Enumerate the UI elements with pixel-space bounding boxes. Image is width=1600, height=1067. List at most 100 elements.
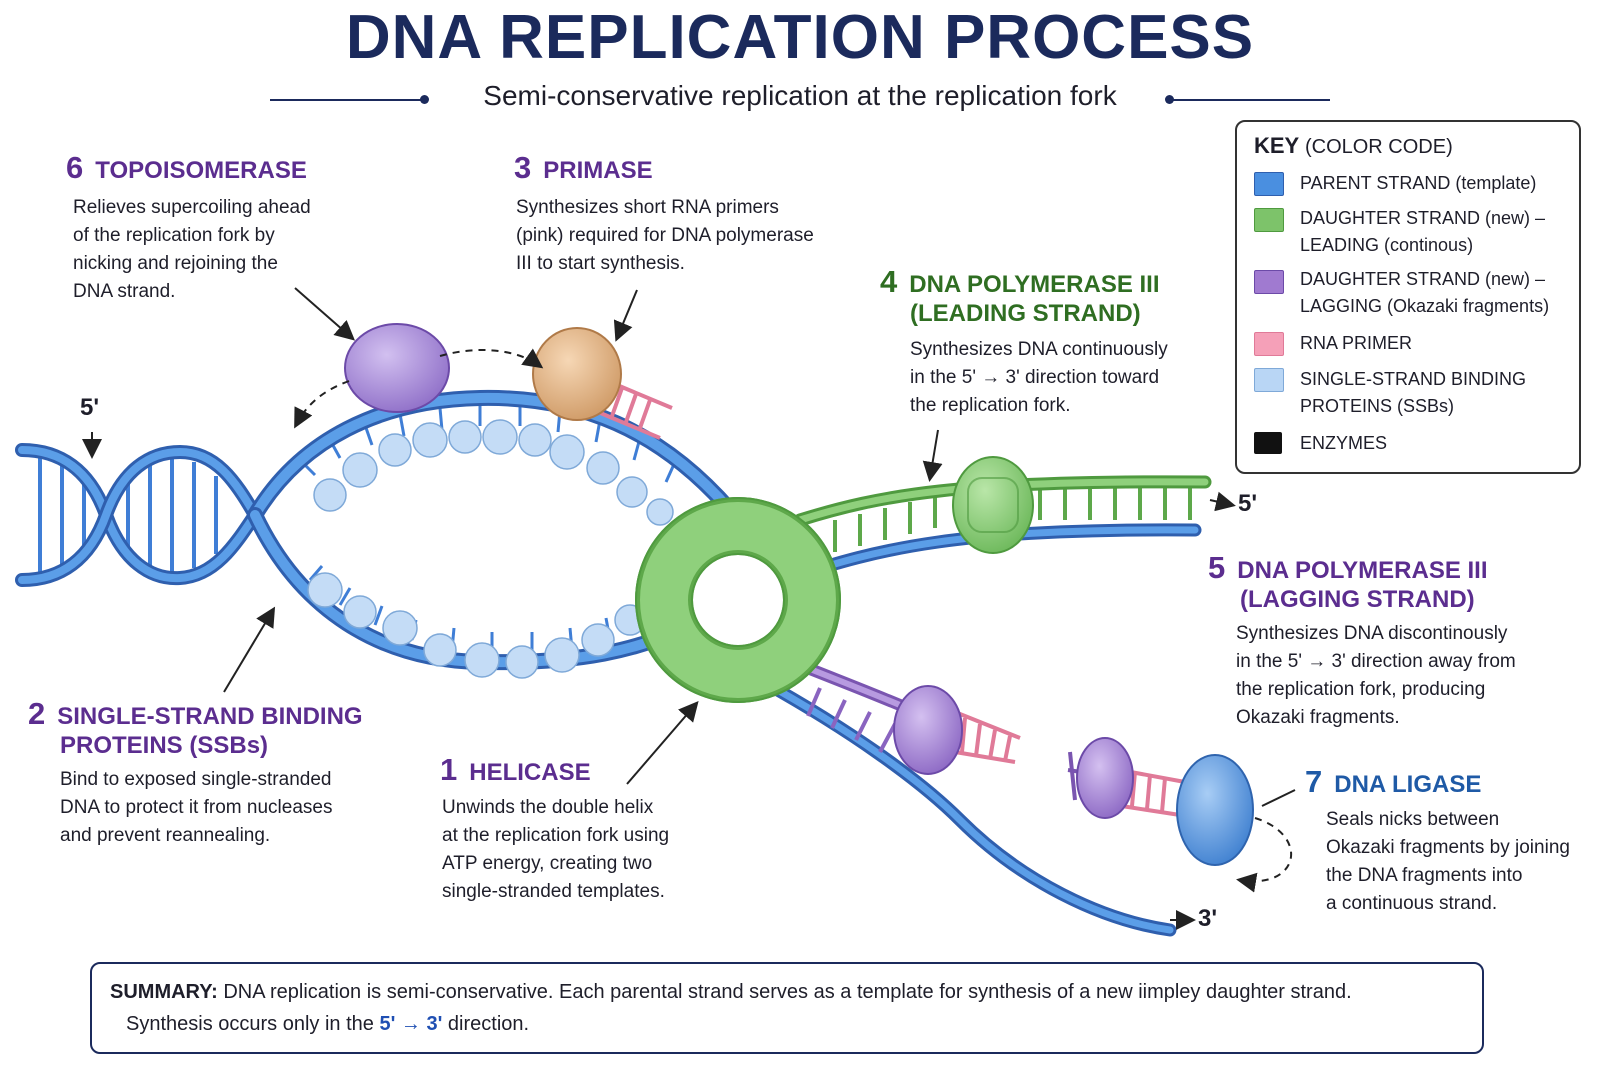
desc-line: (pink) required for DNA polymerase: [516, 225, 814, 246]
label-number: 1: [440, 752, 458, 787]
label-number: 2: [28, 696, 46, 731]
label-helicase: 1 HELICASE: [440, 752, 591, 789]
subtitle-dot-right: [1165, 95, 1174, 104]
summary-direction: 5' → 3': [379, 1013, 443, 1035]
summary-label: SUMMARY:: [110, 981, 218, 1003]
label-ligase: 7 DNA LIGASE: [1305, 764, 1481, 801]
key-title: KEY (COLOR CODE): [1254, 133, 1453, 159]
desc-line: Synthesizes DNA continuously: [910, 339, 1168, 360]
label-title-2: (LAGGING STRAND): [1240, 586, 1475, 613]
desc-line: the replication fork.: [910, 395, 1071, 416]
label-topoisomerase: 6 TOPOISOMERASE: [66, 150, 307, 187]
desc-line: Synthesizes short RNA primers: [516, 197, 779, 218]
label-number: 6: [66, 150, 84, 185]
desc-ssb: Bind to exposed single-stranded DNA to p…: [60, 766, 332, 850]
key-swatch-primer: [1254, 332, 1284, 356]
desc-line: nicking and rejoining the: [73, 253, 278, 274]
desc-ligase: Seals nicks between Okazaki fragments by…: [1326, 806, 1570, 918]
desc-line: of the replication fork by: [73, 225, 275, 246]
desc-line: single-stranded templates.: [442, 881, 665, 902]
desc-line: the replication fork, producing: [1236, 679, 1486, 700]
key-item-lagging: DAUGHTER STRAND (new) – LAGGING (Okazaki…: [1300, 266, 1549, 320]
pointer-arrows: [82, 287, 1296, 930]
desc-line: Okazaki fragments.: [1236, 707, 1400, 728]
label-title: HELICASE: [469, 759, 591, 786]
key-swatch-lagging: [1254, 270, 1284, 294]
helicase: [635, 497, 841, 703]
desc-line: Bind to exposed single-stranded: [60, 769, 332, 790]
desc-line: and prevent reannealing.: [60, 825, 271, 846]
label-title: DNA POLYMERASE III: [909, 271, 1160, 298]
dna-ligase: [1176, 754, 1254, 866]
label-primase: 3 PRIMASE: [514, 150, 653, 187]
desc-line: Relieves supercoiling ahead: [73, 197, 311, 218]
key-title-text: KEY: [1254, 133, 1299, 158]
label-title: DNA POLYMERASE III: [1237, 557, 1488, 584]
page-title: DNA REPLICATION PROCESS: [345, 3, 1255, 72]
desc-helicase: Unwinds the double helix at the replicat…: [442, 794, 669, 906]
desc-line: Synthesizes DNA discontinously: [1236, 623, 1508, 644]
key-line: LAGGING (Okazaki fragments): [1300, 296, 1550, 316]
summary-box: [90, 962, 1484, 1054]
color-key: [1235, 120, 1581, 474]
summary-text-1: DNA replication is semi-conservative. Ea…: [223, 981, 1352, 1003]
label-ssb: 2 SINGLE-STRAND BINDING: [28, 696, 363, 733]
label-number: 7: [1305, 764, 1323, 799]
end-label-right-5prime: 5': [1238, 490, 1258, 517]
key-line: DAUGHTER STRAND (new) –: [1300, 208, 1546, 228]
label-title: DNA LIGASE: [1334, 771, 1482, 798]
subtitle-rule-right: [1170, 99, 1330, 101]
leading-strand: [783, 456, 1212, 585]
label-title: PRIMASE: [543, 157, 653, 184]
key-line: SINGLE-STRAND BINDING: [1300, 369, 1527, 389]
dna-polymerase-leading: [952, 456, 1034, 554]
lagging-strand: [753, 659, 1254, 937]
key-item-enzymes: ENZYMES: [1300, 433, 1388, 453]
rna-primer-lagging: [954, 710, 1021, 764]
summary-line-1: SUMMARY: DNA replication is semi-conserv…: [110, 976, 1470, 1008]
desc-line: DNA to protect it from nucleases: [60, 797, 333, 818]
dna-polymerase-lagging: [893, 685, 963, 775]
key-swatch-leading: [1254, 208, 1284, 232]
key-swatch-ssb: [1254, 368, 1284, 392]
okazaki-fragment: [1067, 737, 1186, 819]
label-pol-lagging: 5 DNA POLYMERASE III: [1208, 550, 1488, 587]
key-line: LEADING (continous): [1300, 235, 1474, 255]
key-item-leading: DAUGHTER STRAND (new) – LEADING (contino…: [1300, 205, 1545, 259]
key-swatch-parent: [1254, 172, 1284, 196]
desc-line: ATP energy, creating two: [442, 853, 653, 874]
label-number: 3: [514, 150, 532, 185]
label-title: TOPOISOMERASE: [95, 157, 307, 184]
key-swatch-enzymes: [1254, 432, 1282, 454]
motion-arrows: [294, 348, 1293, 893]
desc-line: in the 5' → 3' direction away from: [1236, 651, 1516, 672]
summary-line-2: Synthesis occurs only in the 5' → 3' dir…: [110, 1008, 1470, 1040]
key-item-ssb: SINGLE-STRAND BINDING PROTEINS (SSBs): [1300, 366, 1526, 420]
subtitle-dot-left: [420, 95, 429, 104]
desc-line: at the replication fork using: [442, 825, 670, 846]
label-pol-leading: 4 DNA POLYMERASE III: [880, 264, 1160, 301]
desc-line: the DNA fragments into: [1326, 865, 1523, 886]
topoisomerase: [344, 323, 450, 413]
desc-line: III to start synthesis.: [516, 253, 685, 274]
double-helix: [15, 443, 262, 587]
desc-line: Okazaki fragments by joining: [1326, 837, 1570, 858]
primase: [532, 327, 673, 440]
summary-text: SUMMARY: DNA replication is semi-conserv…: [110, 976, 1470, 1040]
end-label-left-5prime: 5': [80, 394, 100, 421]
desc-line: in the 5' → 3' direction toward: [910, 367, 1160, 388]
desc-line: DNA strand.: [73, 281, 176, 302]
desc-line: Unwinds the double helix: [442, 797, 654, 818]
key-item-parent: PARENT STRAND (template): [1300, 173, 1537, 193]
label-title: SINGLE-STRAND BINDING: [57, 703, 363, 730]
end-label-right-3prime: 3': [1198, 905, 1218, 932]
desc-line: a continuous strand.: [1326, 893, 1498, 914]
key-line: DAUGHTER STRAND (new) –: [1300, 269, 1546, 289]
label-number: 5: [1208, 550, 1226, 585]
label-number: 4: [880, 264, 898, 299]
summary-text-2: Synthesis occurs only in the: [126, 1013, 374, 1035]
summary-text-3: direction.: [447, 1013, 530, 1035]
desc-line: Seals nicks between: [1326, 809, 1500, 830]
key-title-paren: (COLOR CODE): [1304, 136, 1453, 158]
